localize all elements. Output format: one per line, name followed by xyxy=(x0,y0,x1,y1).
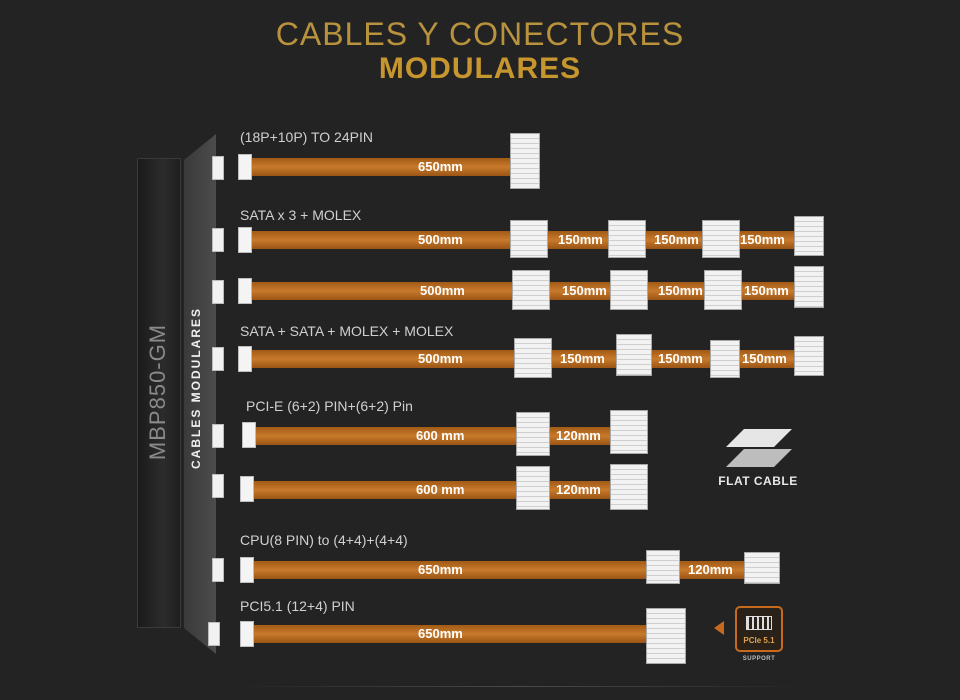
cable-plug xyxy=(238,154,252,180)
segment-length: 150mm xyxy=(654,232,699,247)
sata-connector xyxy=(704,270,742,310)
segment-length: 150mm xyxy=(658,283,703,298)
segment-length: 150mm xyxy=(658,351,703,366)
panel-port xyxy=(212,228,224,252)
pointer-arrow-icon xyxy=(714,621,724,635)
segment-length: 150mm xyxy=(740,232,785,247)
sata-connector xyxy=(610,270,648,310)
cable-length: 600 mm xyxy=(416,428,465,443)
sata-connector xyxy=(702,220,740,258)
pcie-chip-icon xyxy=(746,616,772,630)
pcie-connector xyxy=(610,464,648,510)
cable-plug xyxy=(238,278,252,304)
segment-length: 150mm xyxy=(562,283,607,298)
sata-connector xyxy=(608,220,646,258)
cable-plug xyxy=(240,621,254,647)
modular-panel-label: CABLES MODULARES xyxy=(189,306,203,470)
cable-segment xyxy=(550,481,612,499)
sata-connector xyxy=(514,338,552,378)
pcie-connector xyxy=(516,412,550,456)
title-line-1: CABLES Y CONECTORES xyxy=(275,16,685,52)
molex-connector xyxy=(710,340,740,378)
cable-segment xyxy=(548,231,610,249)
panel-port xyxy=(212,424,224,448)
cable-plug xyxy=(240,557,254,583)
panel-port xyxy=(212,347,224,371)
panel-port xyxy=(212,280,224,304)
cable-segment xyxy=(550,282,612,300)
cable-segment xyxy=(552,350,618,368)
cable-body xyxy=(252,350,516,368)
flat-cable-icon xyxy=(726,429,792,467)
cable-body xyxy=(252,158,514,176)
segment-length: 120mm xyxy=(556,482,601,497)
sata-connector xyxy=(794,266,824,308)
cable-body xyxy=(252,282,514,300)
segment-length: 120mm xyxy=(556,428,601,443)
cpu-connector xyxy=(744,552,780,584)
cable-body xyxy=(254,561,648,579)
flat-cable-label: FLAT CABLE xyxy=(718,474,798,488)
cable-length: 650mm xyxy=(418,562,463,577)
cable-length: 500mm xyxy=(418,351,463,366)
cable-plug xyxy=(238,346,252,372)
pcie-badge: PCIe 5.1 xyxy=(735,606,783,652)
sata-connector xyxy=(512,270,550,310)
modular-panel xyxy=(184,134,216,654)
cable-plug xyxy=(242,422,256,448)
segment-length: 150mm xyxy=(558,232,603,247)
cable-label: (18P+10P) TO 24PIN xyxy=(240,129,373,145)
cable-label: PCI-E (6+2) PIN+(6+2) Pin xyxy=(246,398,413,414)
cable-length: 600 mm xyxy=(416,482,465,497)
cable-label: CPU(8 PIN) to (4+4)+(4+4) xyxy=(240,532,408,548)
panel-port xyxy=(212,474,224,498)
cable-body xyxy=(252,231,512,249)
segment-length: 150mm xyxy=(744,283,789,298)
segment-length: 150mm xyxy=(742,351,787,366)
panel-port xyxy=(212,558,224,582)
cable-length: 500mm xyxy=(418,232,463,247)
cable-segment xyxy=(680,561,746,579)
sata-connector xyxy=(510,220,548,258)
cable-segment xyxy=(550,427,612,445)
cable-segment xyxy=(652,350,712,368)
floor-line xyxy=(230,686,810,687)
cable-length: 650mm xyxy=(418,159,463,174)
pcie-connector xyxy=(516,466,550,510)
panel-port xyxy=(208,622,220,646)
cable-label: SATA + SATA + MOLEX + MOLEX xyxy=(240,323,454,339)
pcie-support-label: SUPPORT xyxy=(742,656,776,662)
segment-length: 120mm xyxy=(688,562,733,577)
panel-port xyxy=(212,156,224,180)
molex-connector xyxy=(794,336,824,376)
cable-body xyxy=(254,625,650,643)
pcie51-connector xyxy=(646,608,686,664)
segment-length: 150mm xyxy=(560,351,605,366)
cable-body xyxy=(254,481,518,499)
cable-length: 500mm xyxy=(420,283,465,298)
sata-connector xyxy=(616,334,652,376)
cable-length: 650mm xyxy=(418,626,463,641)
pcie-connector xyxy=(610,410,648,454)
cable-segment xyxy=(740,231,796,249)
cable-segment xyxy=(648,282,706,300)
psu-model-label: MBP850-GM xyxy=(145,323,170,461)
atx-24pin-connector xyxy=(510,133,540,189)
cable-segment xyxy=(742,282,796,300)
cable-label: SATA x 3 + MOLEX xyxy=(240,207,362,223)
cable-body xyxy=(256,427,518,445)
psu-unit xyxy=(137,158,181,628)
cable-plug xyxy=(240,476,254,502)
pcie-badge-text: PCIe 5.1 xyxy=(743,636,775,645)
cable-plug xyxy=(238,227,252,253)
title-line-2: MODULARES xyxy=(378,52,582,85)
cable-label: PCI5.1 (12+4) PIN xyxy=(240,598,355,614)
cpu-connector xyxy=(646,550,680,584)
molex-connector xyxy=(794,216,824,256)
cable-segment xyxy=(740,350,796,368)
cable-segment xyxy=(646,231,704,249)
